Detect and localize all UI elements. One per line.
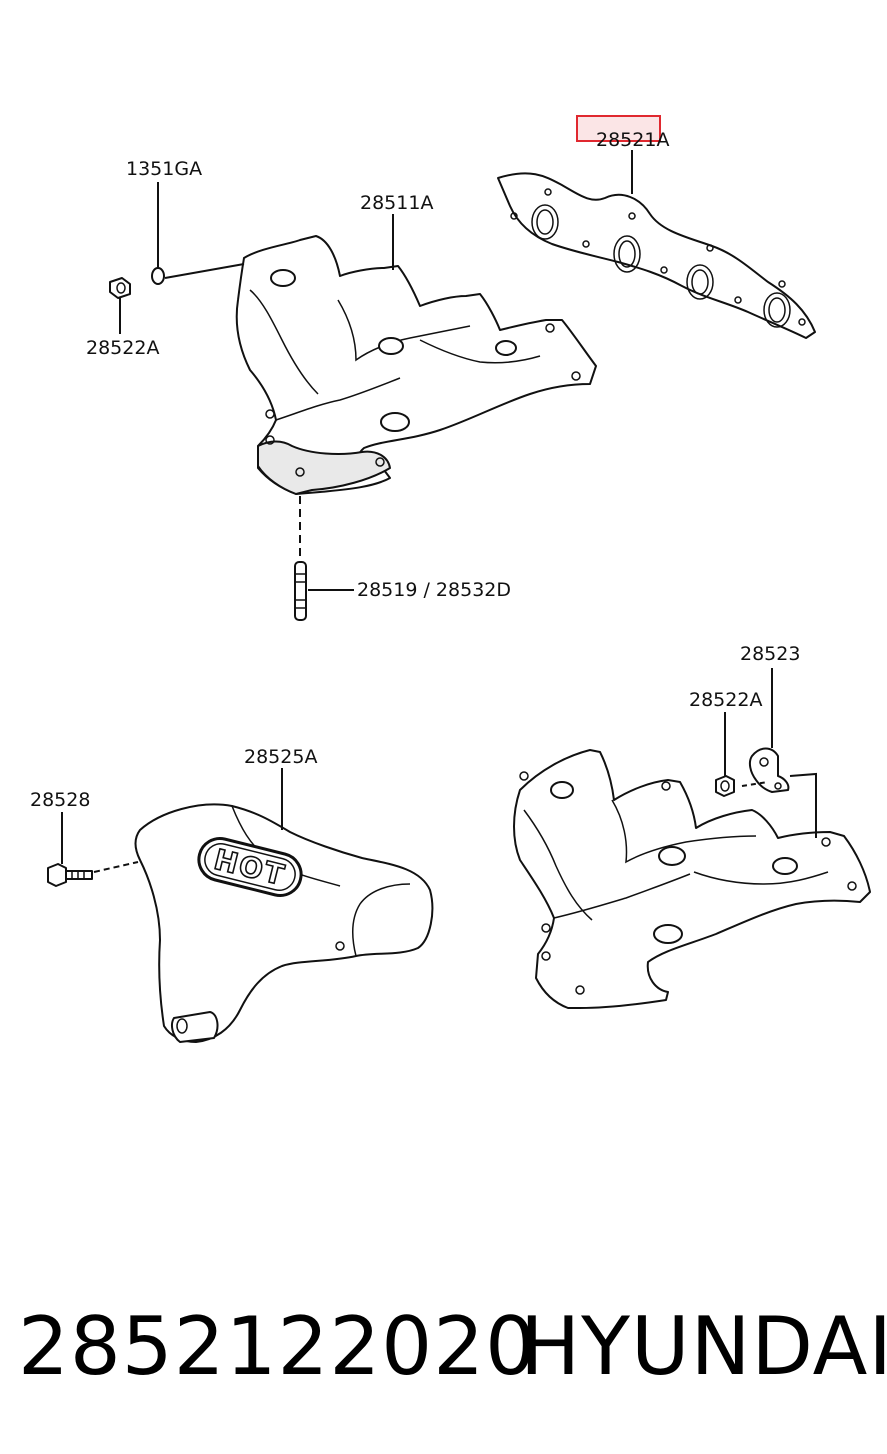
stud-28519[interactable] [294, 561, 307, 621]
label-28519-28532D: 28519 / 28532D [357, 579, 511, 601]
bolt-28528[interactable] [47, 863, 93, 887]
label-28511A: 28511A [360, 192, 433, 214]
bracket-28523[interactable] [748, 747, 790, 793]
label-28528: 28528 [30, 789, 90, 811]
brand-name: HYUNDAI [520, 1300, 887, 1393]
exhaust-manifold[interactable] [235, 235, 597, 495]
label-28525A: 28525A [244, 746, 317, 768]
part-number: 2852122020 [18, 1300, 537, 1393]
label-28522A-bottom: 28522A [689, 689, 762, 711]
heat-shield[interactable]: HOT [134, 803, 434, 1043]
label-28522A-top: 28522A [86, 337, 159, 359]
exploded-parts-diagram: 28521A 28511A 1351GA 28522A [30, 115, 871, 1043]
label-1351GA: 1351GA [126, 158, 202, 180]
nut-28522A-bottom[interactable] [715, 775, 735, 797]
exhaust-manifold-alt[interactable] [513, 749, 871, 1009]
label-28521A: 28521A [596, 129, 669, 151]
exhaust-manifold-gasket[interactable] [497, 172, 816, 339]
nut-28522A-top[interactable] [109, 277, 131, 299]
washer-1351GA[interactable] [151, 267, 165, 285]
label-28523: 28523 [740, 643, 800, 665]
highlight-box [576, 115, 661, 142]
